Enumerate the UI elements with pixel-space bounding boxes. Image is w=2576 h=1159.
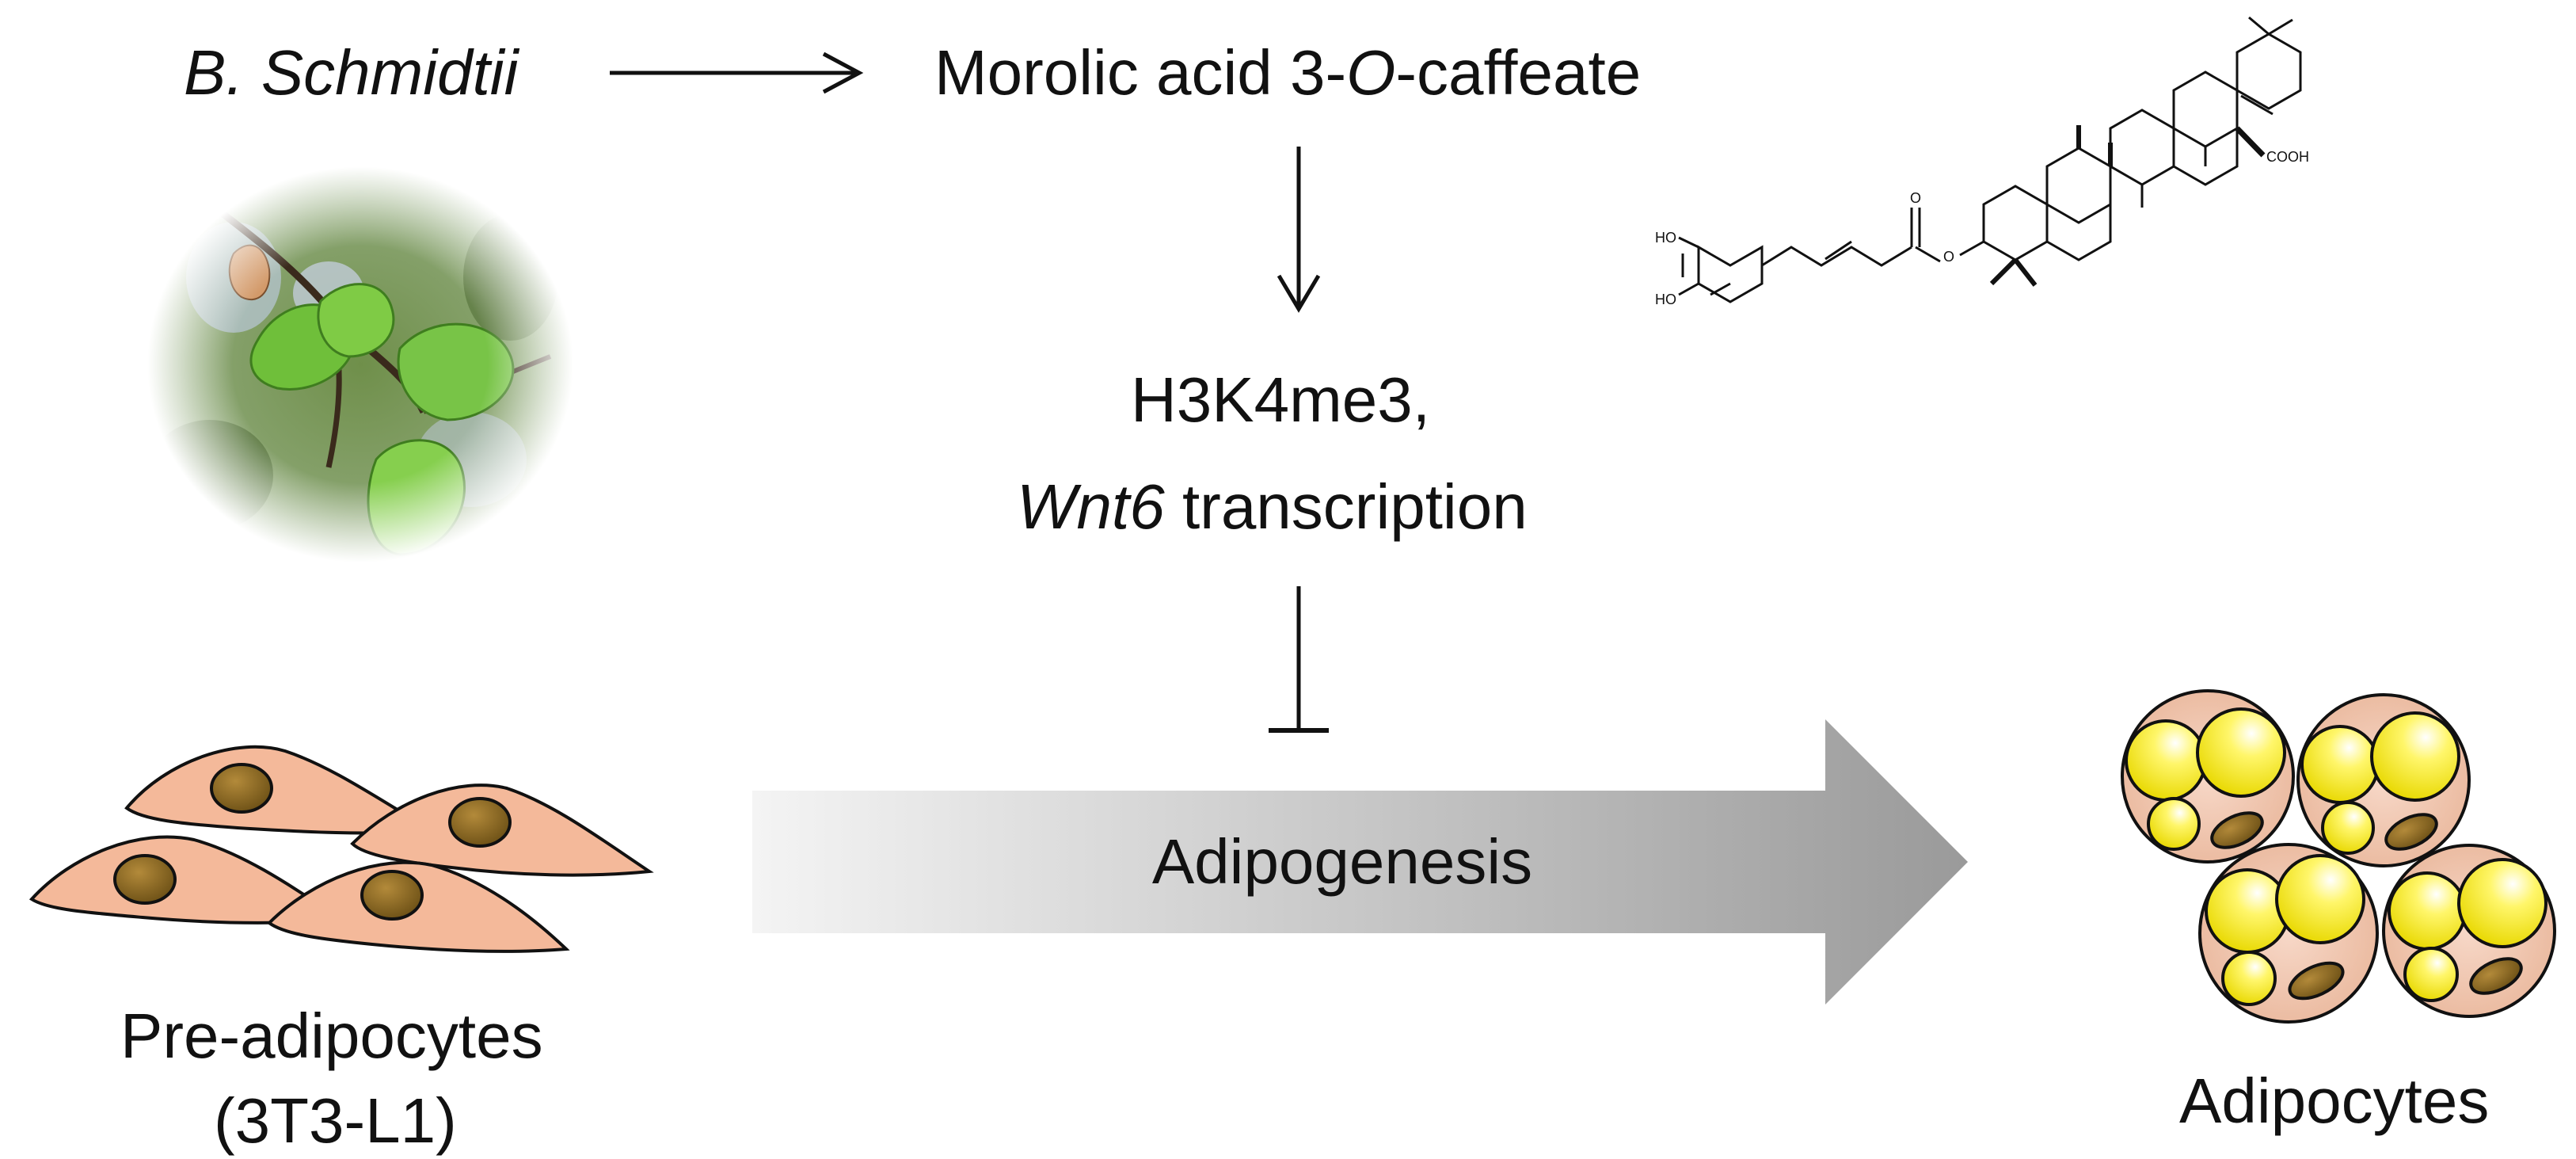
ester-oxygen-label: O (1943, 249, 1954, 265)
pre-adipocytes-sublabel: (3T3-L1) (214, 1085, 457, 1156)
compound-structure-labels: HO HO O O COOH (1655, 149, 2309, 307)
mechanism-line2: Wnt6 transcription (1017, 475, 1528, 539)
carboxyl-label: COOH (2266, 149, 2309, 165)
hydroxyl-bottom-label: HO (1655, 292, 1676, 307)
carbonyl-oxygen-label: O (1910, 190, 1921, 206)
adipocyte-cell (2121, 689, 2295, 864)
compound-label: Morolic acid 3-O-caffeate (934, 41, 1641, 105)
pre-adipocytes-group (29, 745, 654, 953)
adipocyte-cell (2382, 844, 2556, 1018)
compound-name-prefix: Morolic acid 3- (934, 37, 1347, 108)
pre-adipocytes-label: Pre-adipocytes (120, 1001, 543, 1071)
transcription-text: transcription (1164, 471, 1528, 542)
adipogenesis-arrow (752, 719, 1968, 1005)
compound-name-suffix: -caffeate (1395, 37, 1642, 108)
compound-structure (1678, 16, 2302, 303)
adipocytes-group (2121, 689, 2556, 1024)
adipocyte-cell (2198, 843, 2379, 1024)
inhibition-bar (1269, 586, 1329, 733)
compound-to-mechanism-arrow (1277, 147, 1321, 313)
pre-adipocyte-cell (350, 783, 654, 877)
species-label: B. Schmidtii (184, 37, 519, 108)
adipogenesis-label: Adipogenesis (1152, 826, 1532, 897)
adipocyte-cell (2296, 693, 2471, 867)
compound-name-italic: O (1346, 37, 1396, 108)
adipocytes-label: Adipocytes (2179, 1066, 2490, 1136)
plant-photo (139, 158, 582, 570)
pre-adipocyte-cell (266, 860, 570, 953)
species-to-compound-arrow (610, 51, 864, 94)
mechanism-line1: H3K4me3, (1131, 364, 1430, 435)
hydroxyl-top-label: HO (1655, 230, 1676, 246)
gene-name: Wnt6 (1017, 471, 1165, 542)
